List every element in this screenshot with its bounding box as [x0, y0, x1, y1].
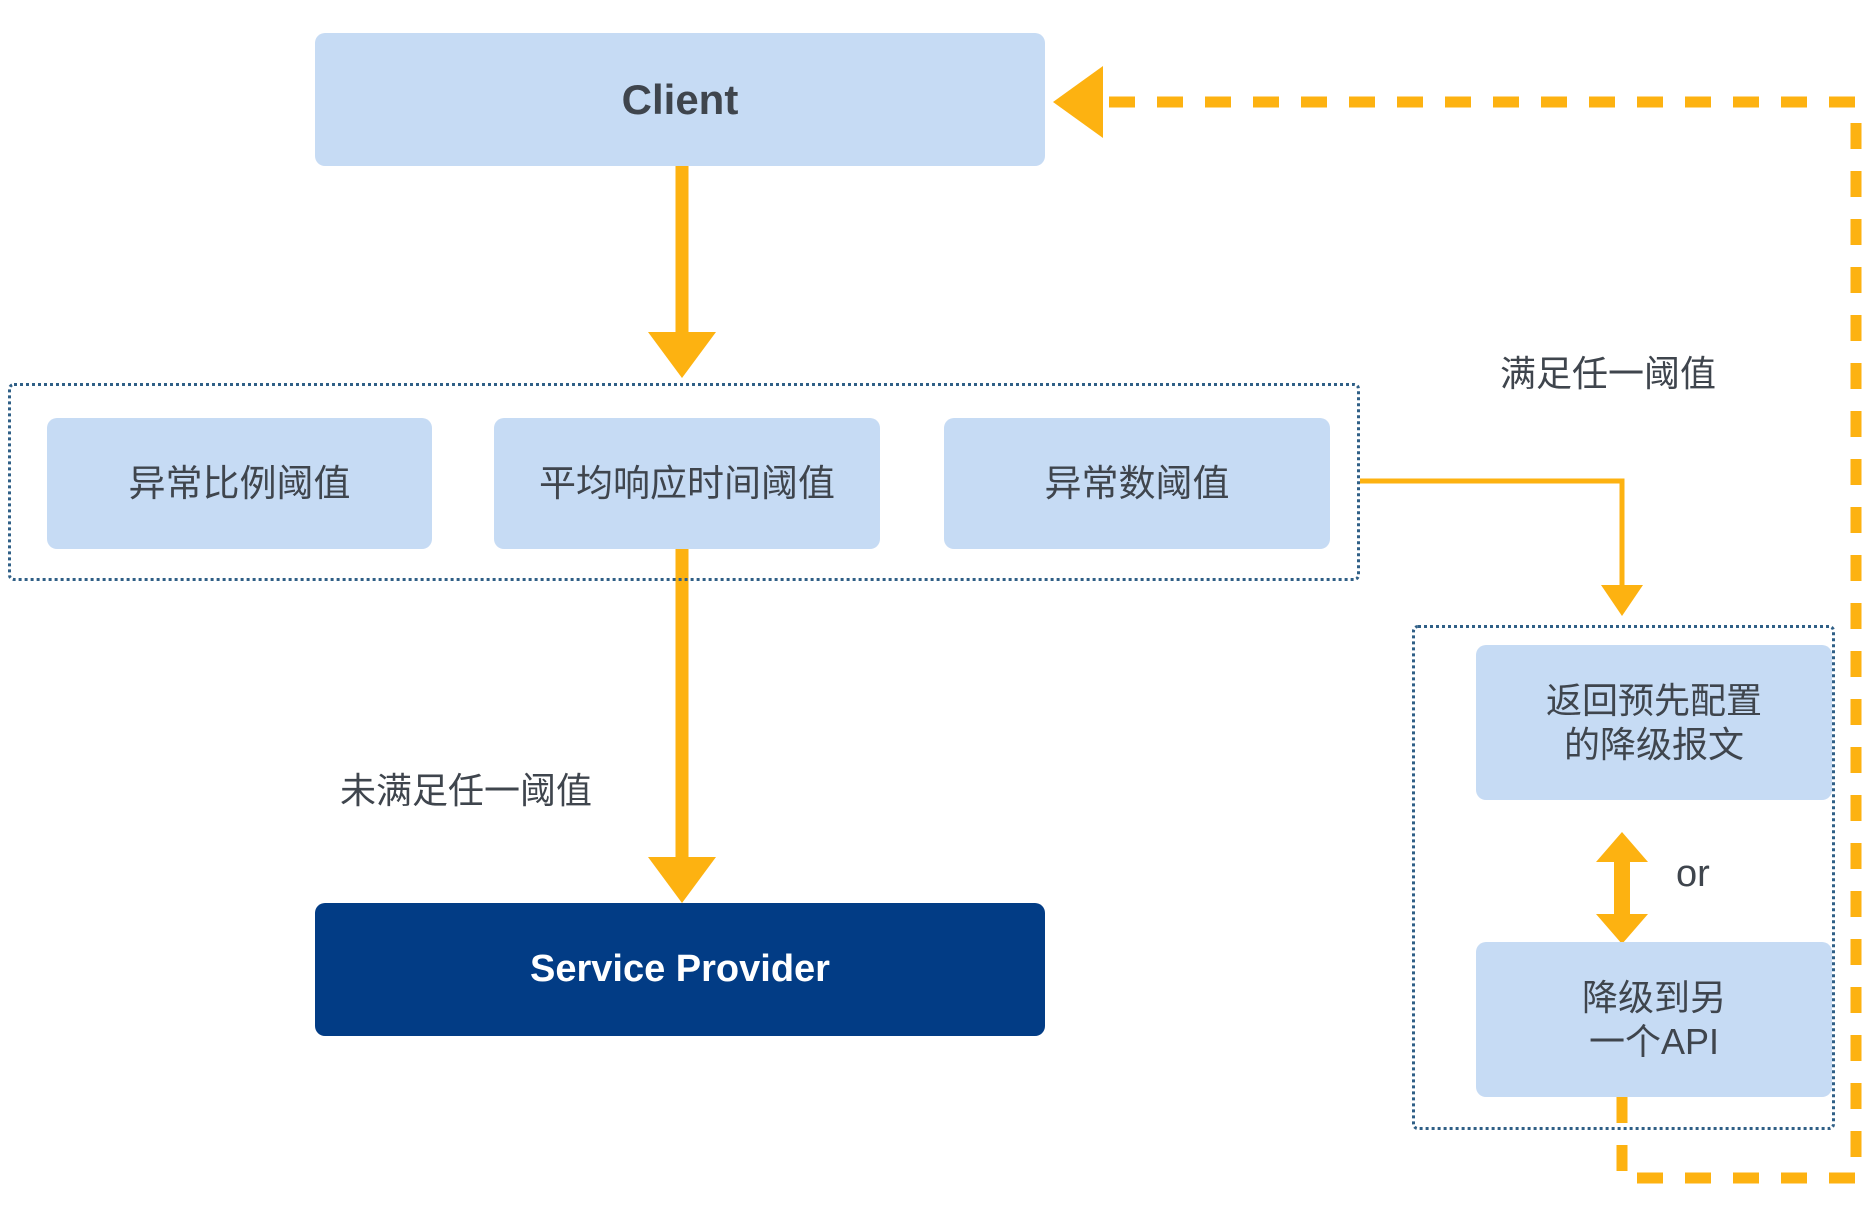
node-threshold-error-count[interactable]: 异常数阈值 [944, 418, 1330, 549]
node-threshold-error-ratio[interactable]: 异常比例阈值 [47, 418, 432, 549]
node-threshold-avg-response-time[interactable]: 平均响应时间阈值 [494, 418, 880, 549]
arrow-thresholds-to-fallback [1360, 478, 1643, 616]
node-client-label: Client [621, 75, 739, 123]
edge-label-met: 满足任一阈值 [1500, 353, 1717, 394]
arrow-client-to-thresholds [648, 166, 716, 378]
edge-label-not-met: 未满足任一阈值 [340, 770, 593, 811]
edge-label-or: or [1676, 853, 1710, 895]
node-service-provider[interactable]: Service Provider [315, 903, 1045, 1036]
fallback-group-container [1412, 625, 1835, 1130]
node-threshold-error-ratio-label: 异常比例阈值 [128, 462, 351, 504]
node-client[interactable]: Client [315, 33, 1045, 166]
node-fallback-preset-response-label: 返回预先配置 的降级报文 [1545, 679, 1762, 765]
threshold-group-container [8, 383, 1360, 581]
node-fallback-another-api-label: 降级到另 一个API [1581, 976, 1726, 1062]
node-service-provider-label: Service Provider [530, 948, 830, 991]
node-fallback-preset-response[interactable]: 返回预先配置 的降级报文 [1476, 645, 1832, 800]
node-threshold-error-count-label: 异常数阈值 [1044, 462, 1230, 504]
node-fallback-another-api[interactable]: 降级到另 一个API [1476, 942, 1832, 1097]
arrow-thresholds-to-service-provider [648, 549, 716, 903]
node-threshold-avg-response-time-label: 平均响应时间阈值 [539, 462, 835, 504]
